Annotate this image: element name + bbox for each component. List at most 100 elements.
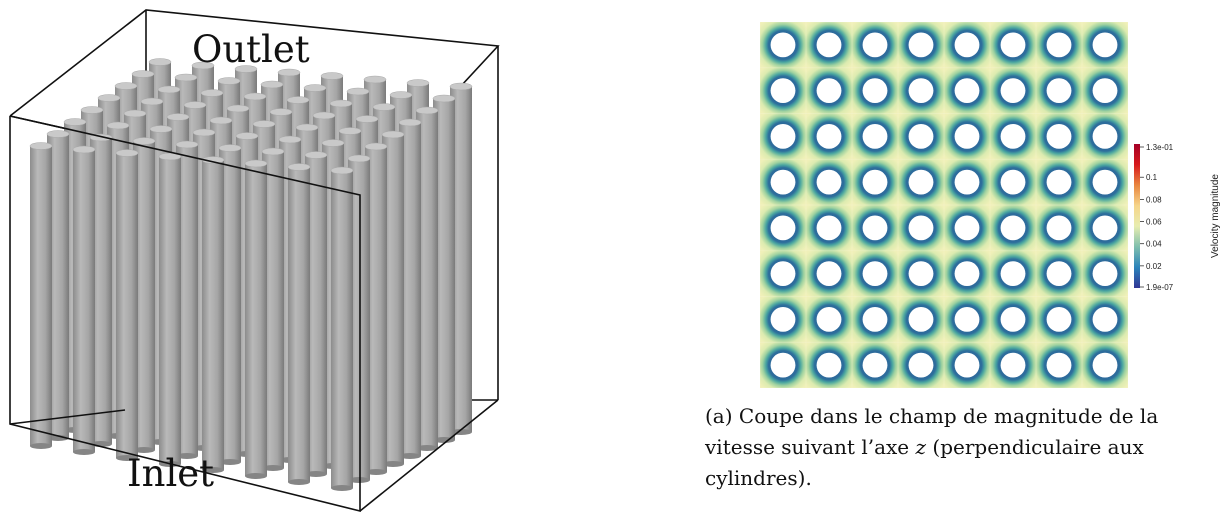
heatmap-cell — [1082, 22, 1128, 69]
heatmap-cell — [852, 296, 899, 343]
heatmap-cell — [852, 67, 899, 114]
heatmap-cell — [852, 159, 899, 206]
velocity-colorbar: 1.3e-01 0.1 0.08 0.06 0.04 0.02 1.9e-07 Veloci… — [1134, 144, 1221, 292]
heatmap-cell — [944, 22, 991, 69]
heatmap-cell — [806, 205, 853, 252]
heatmap-cell — [898, 159, 945, 206]
heatmap-cell — [944, 205, 991, 252]
colorbar-title: Velocity magnitude — [1210, 174, 1221, 258]
heatmap-cell — [990, 250, 1037, 297]
heatmap-cell — [898, 205, 945, 252]
cylinder — [244, 159, 268, 479]
cylinder-array-3d-view — [9, 9, 500, 513]
colorbar-tick-label: 0.1 — [1146, 173, 1158, 182]
heatmap-cell — [1036, 296, 1083, 343]
heatmap-cell — [1036, 113, 1083, 160]
heatmap-cell — [852, 342, 899, 388]
heatmap-cell — [1082, 113, 1128, 160]
heatmap-cell — [760, 296, 807, 343]
heatmap-cell — [990, 113, 1037, 160]
colorbar-tick-label: 0.02 — [1146, 262, 1162, 271]
cylinder — [132, 137, 156, 453]
cylinder — [175, 140, 199, 459]
caption-axis: z — [915, 435, 927, 459]
heatmap-cell — [760, 250, 807, 297]
cylinder — [364, 142, 388, 475]
cylinder — [115, 149, 139, 461]
heatmap-cell — [1036, 67, 1083, 114]
heatmap-cell — [944, 113, 991, 160]
heatmap-cell — [852, 113, 899, 160]
heatmap-cell — [1036, 250, 1083, 297]
heatmap-cell — [806, 113, 853, 160]
heatmap-cell — [898, 113, 945, 160]
heatmap-cell — [944, 67, 991, 114]
colorbar-gradient-bar — [1134, 144, 1140, 288]
heatmap-cell — [990, 342, 1037, 388]
heatmap-cell — [1036, 159, 1083, 206]
box-bottom-right-edge — [359, 399, 499, 512]
colorbar-tick-label: 0.08 — [1146, 195, 1162, 204]
heatmap-cell — [990, 205, 1037, 252]
heatmap-cell — [990, 296, 1037, 343]
heatmap-cell — [1082, 67, 1128, 114]
heatmap-cell — [990, 67, 1037, 114]
heatmap-cell — [760, 113, 807, 160]
cylinder — [330, 166, 354, 491]
cylinder — [347, 154, 371, 483]
heatmap-cell — [944, 342, 991, 388]
cylinder — [261, 147, 285, 471]
heatmap-cell — [1082, 250, 1128, 297]
heatmap-cell — [1082, 342, 1128, 388]
heatmap-cell — [806, 159, 853, 206]
heatmap-cells — [760, 22, 1128, 388]
cylinder — [201, 156, 225, 473]
heatmap-cell — [898, 22, 945, 69]
heatmap-cell — [852, 205, 899, 252]
heatmap-cell — [806, 342, 853, 388]
heatmap-cell — [944, 159, 991, 206]
colorbar-ticks: 1.3e-01 0.1 0.08 0.06 0.04 0.02 1.9e-07 — [1140, 144, 1174, 292]
heatmap-cell — [898, 67, 945, 114]
cylinder — [415, 106, 439, 451]
heatmap-cell — [1082, 296, 1128, 343]
heatmap-cell — [806, 296, 853, 343]
cylinder — [287, 163, 311, 485]
outlet-label: Outlet — [192, 28, 310, 71]
heatmap-cell — [806, 22, 853, 69]
heatmap-cell — [760, 205, 807, 252]
heatmap-cell — [990, 159, 1037, 206]
caption-text-prefix: (a) Coupe dans le champ de magnitude de … — [705, 404, 1159, 459]
cylinder — [218, 144, 242, 465]
heatmap-cell — [760, 67, 807, 114]
heatmap-cell — [898, 250, 945, 297]
heatmap-cell — [1036, 342, 1083, 388]
cylinder — [398, 118, 422, 459]
heatmap-cell — [898, 296, 945, 343]
heatmap-cell — [944, 250, 991, 297]
heatmap-cell — [760, 22, 807, 69]
velocity-slice-heatmap — [760, 22, 1128, 388]
heatmap-cell — [1082, 205, 1128, 252]
figure-caption: (a) Coupe dans le champ de magnitude de … — [705, 401, 1227, 494]
box-front-edges — [9, 115, 499, 513]
colorbar-tick-label: 0.06 — [1146, 218, 1162, 227]
cylinder-group — [29, 58, 473, 491]
heatmap-cell — [1036, 22, 1083, 69]
cylinder — [449, 82, 473, 435]
caption-text-suffix: (perpendiculaire aux cylindres). — [705, 435, 1144, 490]
heatmap-cell — [944, 296, 991, 343]
cylinder — [381, 130, 405, 467]
heatmap-cell — [806, 67, 853, 114]
heatmap-cell — [1036, 205, 1083, 252]
colorbar-tick-label: 1.9e-07 — [1146, 283, 1174, 292]
cylinder — [29, 142, 53, 449]
colorbar-tick-label: 0.04 — [1146, 240, 1162, 249]
heatmap-cell — [852, 250, 899, 297]
heatmap-cell — [806, 250, 853, 297]
heatmap-cell — [1082, 159, 1128, 206]
heatmap-cell — [990, 22, 1037, 69]
colorbar-tick-label: 1.3e-01 — [1146, 144, 1174, 152]
heatmap-cell — [852, 22, 899, 69]
heatmap-cell — [760, 159, 807, 206]
